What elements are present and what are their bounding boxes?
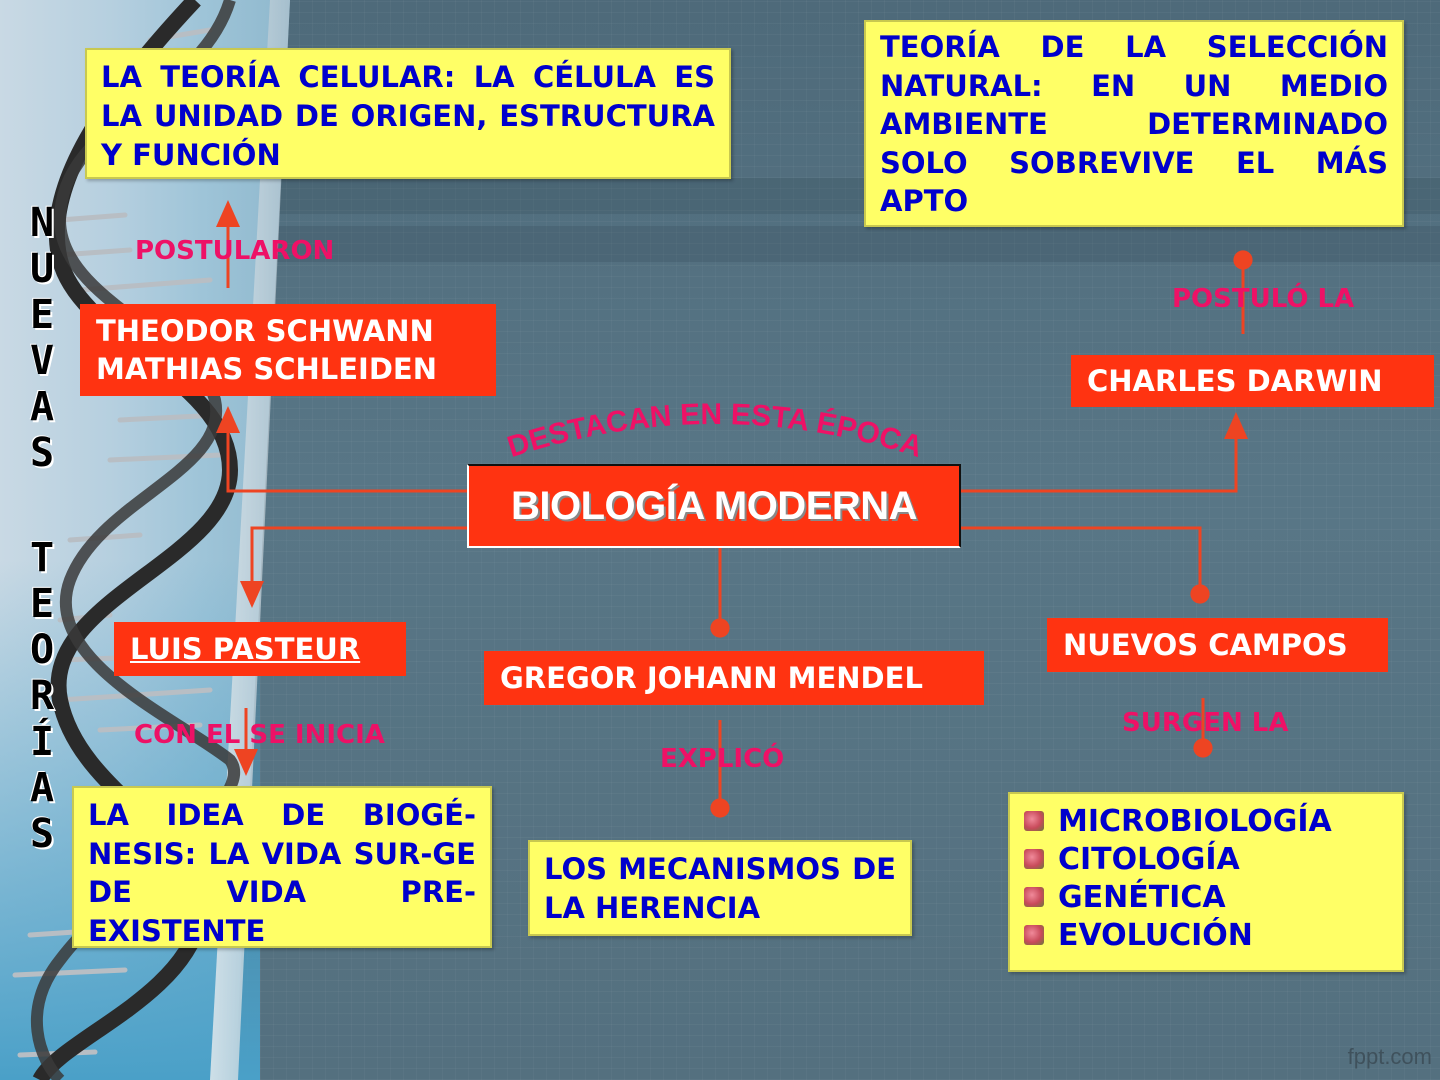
- background-band: [260, 226, 1440, 262]
- central-node-label: BIOLOGÍA MODERNA: [510, 483, 918, 528]
- scientist-node-pasteur[interactable]: LUIS PASTEUR: [114, 622, 406, 676]
- svg-text:DESTACAN EN ESTA ÉPOCA: DESTACAN EN ESTA ÉPOCA: [504, 398, 927, 464]
- scientist-name: MATHIAS SCHLEIDEN: [96, 352, 437, 386]
- title-letter: V: [29, 338, 55, 384]
- title-letter: A: [29, 384, 55, 430]
- node-nuevos-campos[interactable]: NUEVOS CAMPOS: [1047, 618, 1388, 672]
- scientist-node-darwin[interactable]: CHARLES DARWIN: [1071, 355, 1434, 407]
- title-letter: U: [29, 246, 55, 292]
- title-letter: N: [29, 200, 55, 246]
- list-item: MICROBIOLOGÍA: [1024, 802, 1388, 840]
- caption-destacan-en-esta-epoca: DESTACAN EN ESTA ÉPOCA: [504, 398, 927, 464]
- vertical-title-teorias: T E O R Í A S: [22, 535, 62, 857]
- title-letter: A: [29, 765, 55, 811]
- list-item: EVOLUCIÓN: [1024, 916, 1388, 954]
- bullet-flower-icon: [1024, 811, 1044, 831]
- theory-text: LA TEORÍA CELULAR: LA CÉLULA ES LA UNIDA…: [101, 60, 715, 172]
- theory-box-seleccion-natural: TEORÍA DE LA SELECCIÓN NATURAL: EN UN ME…: [864, 20, 1404, 227]
- theory-text: TEORÍA DE LA SELECCIÓN NATURAL: EN UN ME…: [880, 30, 1388, 218]
- connector-label-postularon: POSTULARON: [135, 236, 335, 266]
- bullet-flower-icon: [1024, 925, 1044, 945]
- title-letter: E: [29, 581, 55, 627]
- bullet-flower-icon: [1024, 887, 1044, 907]
- connector-label-explico: EXPLICÓ: [660, 744, 785, 774]
- theory-box-biogenesis: LA IDEA DE BIOGÉ-NESIS: LA VIDA SUR-GE D…: [72, 786, 492, 948]
- theory-box-herencia: LOS MECANISMOS DE LA HERENCIA: [528, 840, 912, 936]
- title-letter: R: [29, 673, 55, 719]
- theory-box-celular: LA TEORÍA CELULAR: LA CÉLULA ES LA UNIDA…: [85, 48, 731, 179]
- theory-text: LA IDEA DE BIOGÉ-NESIS: LA VIDA SUR-GE D…: [88, 798, 476, 948]
- title-letter: O: [29, 627, 55, 673]
- scientist-node-schwann-schleiden[interactable]: THEODOR SCHWANN MATHIAS SCHLEIDEN: [80, 304, 496, 396]
- connector-label-surgen-la: SURGEN LA: [1122, 708, 1289, 738]
- field-name: EVOLUCIÓN: [1058, 917, 1253, 953]
- vertical-title-nuevas: N U E V A S: [22, 200, 62, 476]
- watermark: fppt.com: [1347, 1044, 1432, 1069]
- title-letter: S: [29, 430, 55, 476]
- title-letter: E: [29, 292, 55, 338]
- connector-label-postulo-la: POSTULÓ LA: [1172, 284, 1355, 314]
- list-item: CITOLOGÍA: [1024, 840, 1388, 878]
- title-letter: Í: [29, 719, 55, 765]
- fields-list: MICROBIOLOGÍA CITOLOGÍA GENÉTICA EVOLUCI…: [1024, 802, 1388, 954]
- fields-list-box: MICROBIOLOGÍA CITOLOGÍA GENÉTICA EVOLUCI…: [1008, 792, 1404, 972]
- field-name: CITOLOGÍA: [1058, 841, 1240, 877]
- connector-label-con-el-se-inicia: CON EL SE INICIA: [134, 720, 385, 750]
- theory-text: LOS MECANISMOS DE LA HERENCIA: [544, 852, 896, 925]
- scientist-name: THEODOR SCHWANN: [96, 314, 434, 348]
- central-node-biologia-moderna[interactable]: BIOLOGÍA MODERNA: [467, 464, 961, 548]
- title-letter: T: [29, 535, 55, 581]
- scientist-node-mendel[interactable]: GREGOR JOHANN MENDEL: [484, 651, 984, 705]
- list-item: GENÉTICA: [1024, 878, 1388, 916]
- bullet-flower-icon: [1024, 849, 1044, 869]
- title-letter: S: [29, 811, 55, 857]
- field-name: GENÉTICA: [1058, 879, 1226, 915]
- field-name: MICROBIOLOGÍA: [1058, 803, 1332, 839]
